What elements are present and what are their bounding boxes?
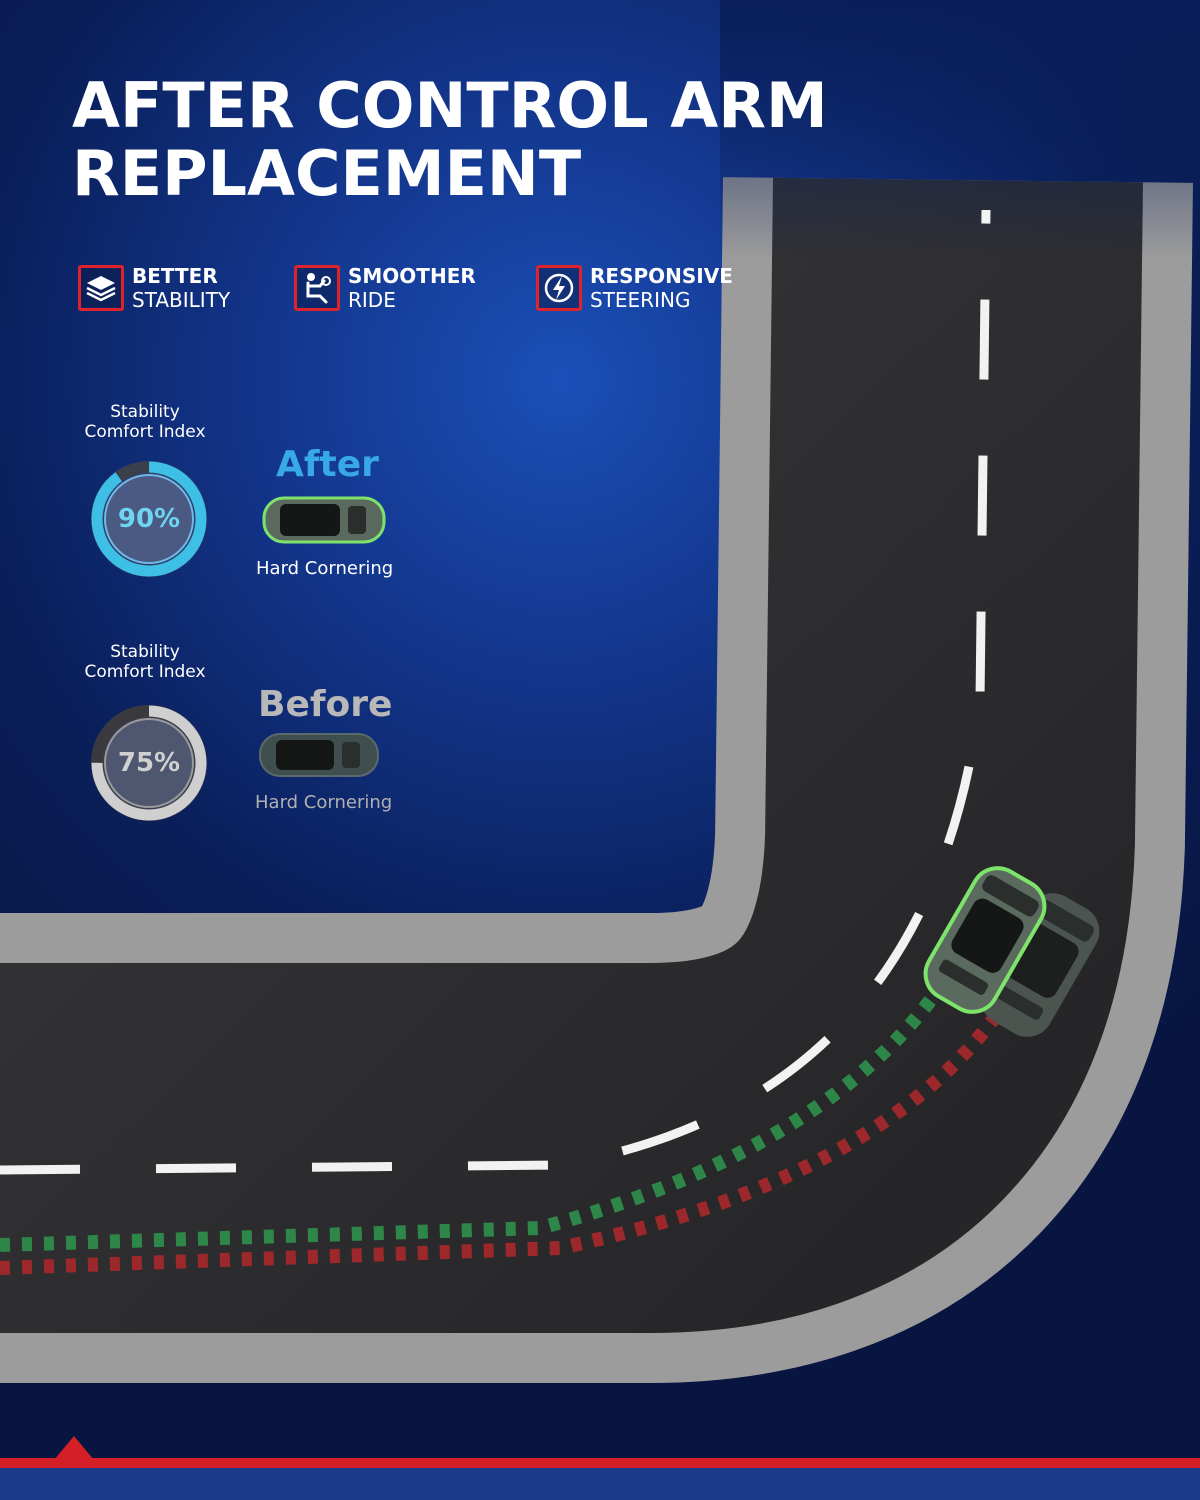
after-gauge-value: 90% xyxy=(117,504,181,534)
layers-icon xyxy=(78,265,124,311)
title-line-2: REPLACEMENT xyxy=(72,137,582,210)
before-gauge-arc xyxy=(91,705,207,821)
feature-ride: SMOOTHER RIDE xyxy=(294,262,476,314)
bottom-bar-blue xyxy=(0,1468,1200,1500)
after-caption: Hard Cornering xyxy=(256,558,394,579)
feature-title: BETTER xyxy=(132,264,218,288)
bottom-notch xyxy=(54,1436,94,1460)
feature-title: RESPONSIVE xyxy=(590,264,733,288)
before-trail xyxy=(0,1005,1006,1275)
feature-steering: RESPONSIVE STEERING xyxy=(536,262,733,314)
lightning-steering-icon xyxy=(536,265,582,311)
page-title: AFTER CONTROL ARM REPLACEMENT xyxy=(72,72,972,208)
feature-subtitle: STEERING xyxy=(590,288,691,312)
after-state-title: After xyxy=(276,444,379,485)
feature-title: SMOOTHER xyxy=(348,264,476,288)
after-trail xyxy=(0,976,951,1252)
before-state-title: Before xyxy=(258,684,393,725)
driver-seat-icon xyxy=(294,265,340,311)
after-car xyxy=(923,866,1047,1014)
before-car xyxy=(980,893,1100,1037)
feature-subtitle: RIDE xyxy=(348,288,396,312)
after-index-label: Stability Comfort Index xyxy=(84,402,206,442)
bottom-bar-red xyxy=(0,1458,1200,1468)
after-gauge-arc xyxy=(91,461,207,577)
before-caption: Hard Cornering xyxy=(255,792,393,813)
before-gauge-value: 75% xyxy=(117,748,181,778)
feature-subtitle: STABILITY xyxy=(132,288,231,312)
before-car-icon xyxy=(259,733,379,777)
after-car-icon xyxy=(262,496,386,544)
feature-stability: BETTER STABILITY xyxy=(78,262,230,314)
after-gauge: 90% xyxy=(84,454,214,584)
center-lane-marking xyxy=(0,209,991,1175)
before-gauge: 75% xyxy=(84,698,214,828)
title-line-1: AFTER CONTROL ARM xyxy=(72,69,828,142)
before-index-label: Stability Comfort Index xyxy=(84,642,206,682)
